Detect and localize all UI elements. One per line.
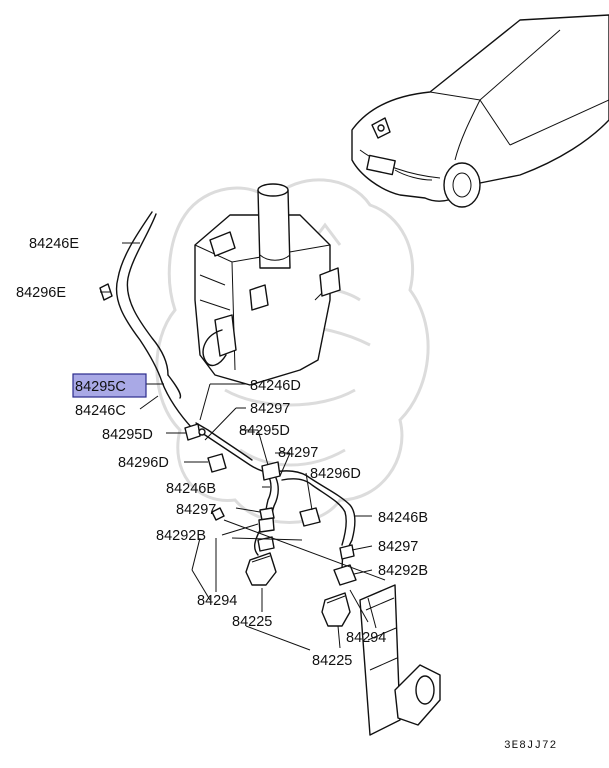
callout-labels: 84246E 84296E 84295C 84246C 84295D 84296… (16, 236, 428, 669)
callout-84292B-right[interactable]: 84292B (378, 563, 428, 579)
highlighted-callout-box (72, 373, 147, 398)
callout-84296D-right[interactable]: 84296D (310, 466, 361, 482)
callout-84296D-left[interactable]: 84296D (118, 455, 169, 471)
callout-84294-right[interactable]: 84294 (346, 630, 386, 646)
callout-84292B-left[interactable]: 84292B (156, 528, 206, 544)
leader-lines (100, 242, 386, 651)
callout-84296E[interactable]: 84296E (16, 285, 66, 301)
callout-84246C[interactable]: 84246C (75, 403, 126, 419)
callout-84295D-left[interactable]: 84295D (102, 427, 153, 443)
callout-84297-mid[interactable]: 84297 (278, 445, 318, 461)
callout-84225-left[interactable]: 84225 (232, 614, 272, 630)
callout-84295C[interactable]: 84295C (75, 379, 126, 395)
callout-84297-top[interactable]: 84297 (250, 401, 290, 417)
callout-84246B-left[interactable]: 84246B (166, 481, 216, 497)
hose-lines (115, 211, 356, 583)
callout-84246D[interactable]: 84246D (250, 378, 301, 394)
diagram-code: 3E8JJ72 (504, 740, 557, 752)
callout-84246E[interactable]: 84246E (29, 236, 79, 252)
small-parts (99, 283, 357, 627)
callout-84297-left[interactable]: 84297 (176, 502, 216, 518)
callout-84295D-right[interactable]: 84295D (239, 423, 290, 439)
callout-84297-right[interactable]: 84297 (378, 539, 418, 555)
callout-84225-right[interactable]: 84225 (312, 653, 352, 669)
callout-84246B-right[interactable]: 84246B (378, 510, 428, 526)
headlamp-assembly (359, 584, 441, 736)
callout-84294-left[interactable]: 84294 (197, 593, 237, 609)
car-illustration (351, 14, 609, 208)
washer-tank (194, 183, 341, 386)
